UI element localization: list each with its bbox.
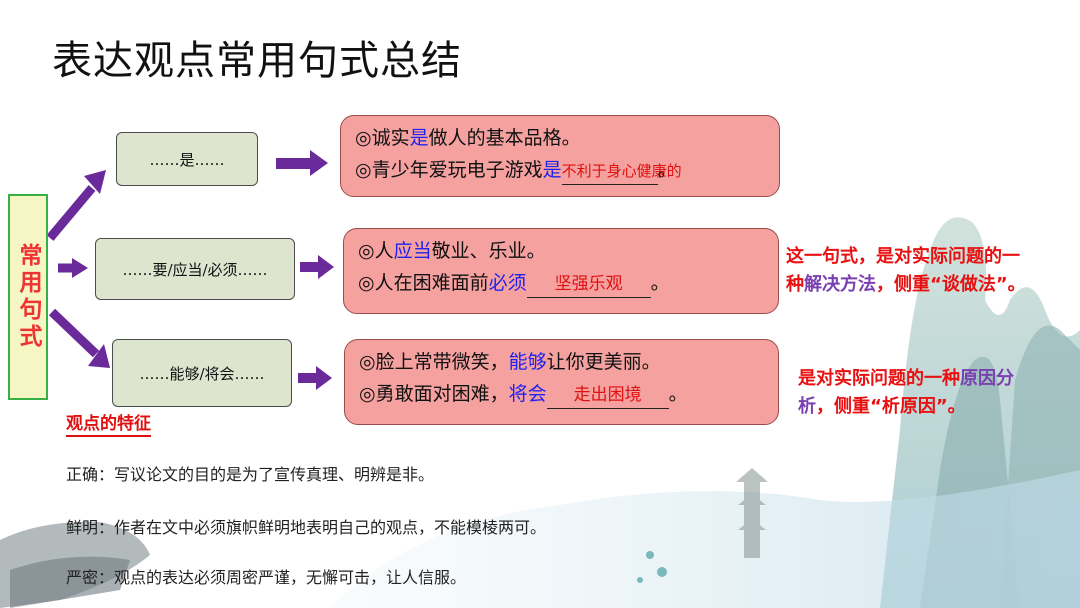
pattern-box-yao: ……要/应当/必须…… [95,238,295,300]
example-line: ◎人在困难面前必须坚强乐观。 [358,267,778,299]
fill-blank: 坚强乐观 [527,271,651,298]
pattern-label: ……能够/将会…… [139,363,264,384]
pattern-box-nenggou: ……能够/将会…… [112,339,292,407]
example-line: ◎脸上常带微笑，能够让你更美丽。 [359,346,778,378]
example-line: ◎诚实是做人的基本品格。 [355,122,779,154]
feature-item-rigorous: 严密：观点的表达必须周密严谨，无懈可击，让人信服。 [66,564,466,588]
page-title: 表达观点常用句式总结 [52,28,462,86]
side-label-box: 常用句式 [8,194,48,400]
pattern-label: ……要/应当/必须…… [122,259,267,280]
note-method: 这一句式，是对实际问题的一 种解决方法，侧重“谈做法”。 [786,243,1076,299]
fill-blank: 不利于身心健康的 [562,158,658,185]
example-line: ◎青少年爱玩电子游戏是不利于身心健康的。 [355,154,779,186]
side-label: 常用句式 [11,243,45,351]
note-reason: 是对实际问题的一种原因分 析，侧重“析原因”。 [798,365,1078,421]
example-line: ◎勇敢面对困难，将会走出困境。 [359,378,778,410]
example-line: ◎人应当敬业、乐业。 [358,235,778,267]
fill-blank: 走出困境 [547,382,669,409]
pattern-box-shi: ……是…… [116,132,258,186]
example-box-shi: ◎诚实是做人的基本品格。 ◎青少年爱玩电子游戏是不利于身心健康的。 [340,115,780,197]
feature-item-distinct: 鲜明：作者在文中必须旗帜鲜明地表明自己的观点，不能模棱两可。 [66,514,546,538]
features-title: 观点的特征 [66,413,151,437]
feature-item-correct: 正确：写议论文的目的是为了宣传真理、明辨是非。 [66,461,434,485]
example-box-yao: ◎人应当敬业、乐业。 ◎人在困难面前必须坚强乐观。 [343,228,779,314]
pattern-label: ……是…… [149,149,224,170]
example-box-nenggou: ◎脸上常带微笑，能够让你更美丽。 ◎勇敢面对困难，将会走出困境。 [344,339,779,425]
